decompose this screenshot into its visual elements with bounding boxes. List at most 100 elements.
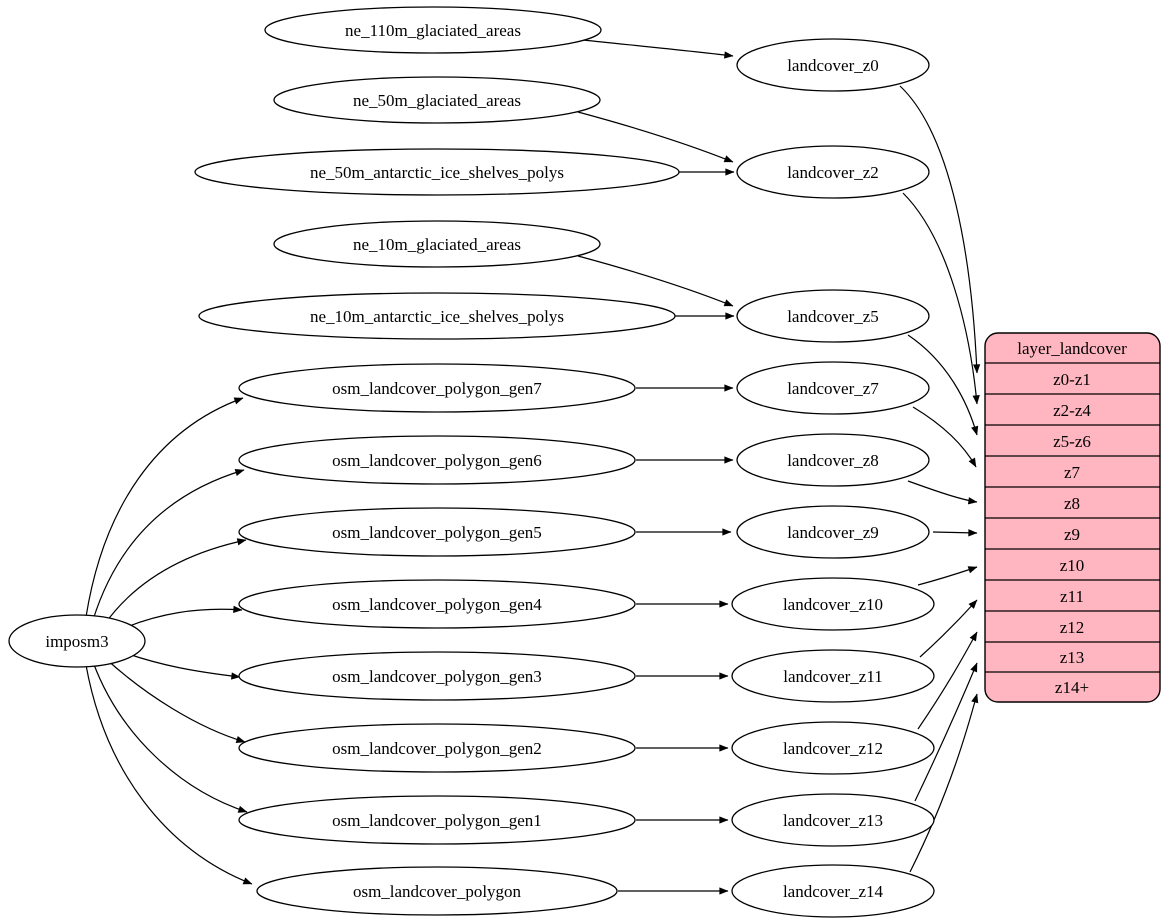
node-label-ne-50m-antarctic-ice-shelves-polys: ne_50m_antarctic_ice_shelves_polys (310, 163, 564, 182)
table-row-label-z11: z11 (1060, 587, 1084, 606)
node-landcover-z13: landcover_z13 (731, 793, 935, 847)
edge-z9-row-z9 (932, 529, 978, 537)
node-label-ne-110m-glaciated-areas: ne_110m_glaciated_areas (345, 21, 521, 40)
node-ellipse-osm-landcover-polygon-gen1 (238, 795, 636, 845)
edge-z7-row-z7 (912, 406, 977, 468)
node-landcover-z11: landcover_z11 (731, 649, 935, 703)
edge-ne10m-glaciated-z5 (577, 255, 734, 307)
node-ellipse-landcover-z5 (736, 289, 930, 343)
node-ellipse-landcover-z12 (731, 721, 935, 775)
node-osm-landcover-polygon-gen1: osm_landcover_polygon_gen1 (238, 795, 636, 845)
edge-ne110m-z0 (582, 39, 734, 59)
nodes-group: imposm3 ne_110m_glaciated_areas ne_50m_g… (8, 6, 935, 918)
node-landcover-z14: landcover_z14 (731, 864, 935, 918)
node-ellipse-ne-110m-glaciated-areas (264, 6, 602, 54)
table-row-label-z13: z13 (1060, 648, 1085, 667)
node-landcover-z10: landcover_z10 (731, 577, 935, 631)
table-row-label-z8: z8 (1064, 494, 1080, 513)
node-osm-landcover-polygon-gen2: osm_landcover_polygon_gen2 (238, 723, 636, 773)
node-ellipse-osm-landcover-polygon-gen7 (238, 363, 636, 413)
node-imposm3: imposm3 (8, 614, 146, 668)
edge-z5-row-z5z6 (907, 334, 979, 436)
node-osm-landcover-polygon-gen4: osm_landcover_polygon_gen4 (238, 579, 636, 629)
layer-landcover-table: layer_landcover z0-z1 z2-z4 z5-z6 z7 z8 … (984, 332, 1161, 703)
node-ellipse-landcover-z9 (736, 505, 930, 559)
node-label-landcover-z7: landcover_z7 (787, 379, 879, 398)
node-label-ne-50m-glaciated-areas: ne_50m_glaciated_areas (353, 91, 521, 110)
node-osm-landcover-polygon: osm_landcover_polygon (256, 866, 618, 916)
node-label-landcover-z10: landcover_z10 (783, 595, 883, 614)
table-row-label-z12: z12 (1060, 618, 1085, 637)
node-ellipse-landcover-z8 (736, 433, 930, 487)
node-ellipse-ne-10m-antarctic-ice-shelves-polys (198, 292, 676, 340)
edge-z10-row-z10 (917, 566, 978, 586)
node-label-landcover-z14: landcover_z14 (783, 882, 884, 901)
node-osm-landcover-polygon-gen7: osm_landcover_polygon_gen7 (238, 363, 636, 413)
node-landcover-z7: landcover_z7 (736, 361, 930, 415)
node-ellipse-landcover-z10 (731, 577, 935, 631)
edge-z0-row-z0z1 (899, 85, 981, 374)
node-label-imposm3: imposm3 (45, 632, 108, 651)
node-ne-10m-glaciated-areas: ne_10m_glaciated_areas (273, 220, 601, 268)
node-osm-landcover-polygon-gen6: osm_landcover_polygon_gen6 (238, 435, 636, 485)
node-label-osm-landcover-polygon: osm_landcover_polygon (353, 882, 522, 901)
edge-z11-row-z11 (919, 599, 978, 658)
node-ellipse-landcover-z13 (731, 793, 935, 847)
node-osm-landcover-polygon-gen5: osm_landcover_polygon_gen5 (238, 507, 636, 557)
node-label-osm-landcover-polygon-gen5: osm_landcover_polygon_gen5 (332, 523, 542, 542)
node-ne-110m-glaciated-areas: ne_110m_glaciated_areas (264, 6, 602, 54)
node-label-landcover-z0: landcover_z0 (787, 56, 879, 75)
node-landcover-z0: landcover_z0 (736, 38, 930, 92)
node-ellipse-landcover-z11 (731, 649, 935, 703)
node-ellipse-osm-landcover-polygon-gen6 (238, 435, 636, 485)
node-label-landcover-z8: landcover_z8 (787, 451, 879, 470)
edge-imposm3-gen1 (92, 661, 248, 813)
node-ne-10m-antarctic-ice-shelves-polys: ne_10m_antarctic_ice_shelves_polys (198, 292, 676, 340)
node-ellipse-ne-50m-antarctic-ice-shelves-polys (194, 148, 680, 196)
node-landcover-z12: landcover_z12 (731, 721, 935, 775)
node-ne-50m-glaciated-areas: ne_50m_glaciated_areas (273, 76, 601, 124)
node-label-osm-landcover-polygon-gen2: osm_landcover_polygon_gen2 (332, 739, 542, 758)
node-landcover-z5: landcover_z5 (736, 289, 930, 343)
node-osm-landcover-polygon-gen3: osm_landcover_polygon_gen3 (238, 651, 636, 701)
node-landcover-z2: landcover_z2 (736, 145, 930, 199)
node-ellipse-osm-landcover-polygon (256, 866, 618, 916)
edge-imposm3-gen5 (103, 538, 247, 626)
node-label-ne-10m-antarctic-ice-shelves-polys: ne_10m_antarctic_ice_shelves_polys (310, 307, 564, 326)
node-ellipse-landcover-z0 (736, 38, 930, 92)
node-label-osm-landcover-polygon-gen6: osm_landcover_polygon_gen6 (332, 451, 542, 470)
edge-ne50m-glaciated-z2 (577, 111, 734, 163)
node-ellipse-osm-landcover-polygon-gen4 (238, 579, 636, 629)
node-ellipse-ne-10m-glaciated-areas (273, 220, 601, 268)
table-row-label-z2-z4: z2-z4 (1053, 401, 1091, 420)
node-ellipse-landcover-z14 (731, 864, 935, 918)
node-ne-50m-antarctic-ice-shelves-polys: ne_50m_antarctic_ice_shelves_polys (194, 148, 680, 196)
edge-z2-row-z2z4 (902, 192, 980, 405)
node-label-landcover-z2: landcover_z2 (787, 163, 879, 182)
table-title: layer_landcover (1017, 339, 1127, 358)
table-row-label-z14plus: z14+ (1055, 678, 1089, 697)
node-label-landcover-z13: landcover_z13 (783, 811, 883, 830)
table-row-label-z5-z6: z5-z6 (1053, 432, 1091, 451)
node-ellipse-imposm3 (8, 614, 146, 668)
edge-z8-row-z8 (907, 480, 978, 505)
edge-z13-row-z13 (914, 662, 978, 802)
node-ellipse-osm-landcover-polygon-gen2 (238, 723, 636, 773)
edge-imposm3-gen7 (85, 397, 244, 618)
node-landcover-z8: landcover_z8 (736, 433, 930, 487)
node-label-osm-landcover-polygon-gen1: osm_landcover_polygon_gen1 (332, 811, 542, 830)
edge-z14-row-z14plus (909, 693, 979, 873)
node-label-osm-landcover-polygon-gen4: osm_landcover_polygon_gen4 (332, 595, 542, 614)
table-row-label-z0-z1: z0-z1 (1053, 370, 1091, 389)
edge-imposm3-polygon (85, 664, 253, 885)
table-row-label-z7: z7 (1064, 463, 1081, 482)
edges-group (85, 39, 981, 895)
node-label-osm-landcover-polygon-gen3: osm_landcover_polygon_gen3 (332, 667, 542, 686)
node-ellipse-landcover-z2 (736, 145, 930, 199)
node-landcover-z9: landcover_z9 (736, 505, 930, 559)
node-label-landcover-z9: landcover_z9 (787, 523, 879, 542)
node-ellipse-landcover-z7 (736, 361, 930, 415)
edge-imposm3-gen6 (92, 468, 245, 621)
